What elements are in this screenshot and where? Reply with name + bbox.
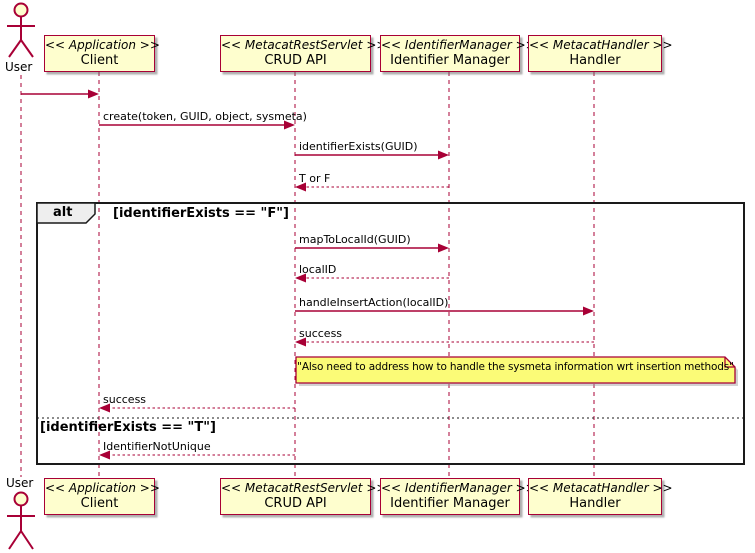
arrowhead-left-icon — [99, 403, 110, 413]
actor-bottom-icon — [7, 491, 35, 550]
participant-top-handler: << MetacatHandler >> Handler — [528, 35, 673, 72]
arrow-heads — [88, 89, 594, 460]
alt-operator-label: alt — [53, 205, 73, 220]
note-text: "Also need to address how to handle the … — [297, 361, 734, 373]
actor-bottom-label: User — [6, 476, 34, 490]
alt-guard-t-label: [identifierExists == "T"] — [40, 420, 216, 435]
arrowhead-left-icon — [295, 337, 306, 347]
participant-bottom-crud-api: << MetacatRestServlet >> CRUD API — [220, 478, 387, 515]
alt-frame — [36, 202, 745, 465]
arrowhead-right-icon — [583, 306, 594, 316]
solid-messages — [21, 93, 584, 312]
message-label-map-to-local-id: mapToLocalId(GUID) — [299, 233, 411, 246]
participant-bottom-client: << Application >> Client — [44, 478, 160, 515]
actor-head-icon — [13, 491, 29, 507]
participant-top-identifier-manager: << IdentifierManager >> Identifier Manag… — [380, 35, 536, 72]
arrowhead-left-icon — [99, 450, 110, 460]
participant-bottom-identifier-manager: << IdentifierManager >> Identifier Manag… — [380, 478, 536, 515]
participant-stereotype: << Application >> — [45, 481, 160, 495]
message-label-local-id: localID — [299, 263, 337, 276]
participant-name: Client — [80, 53, 119, 68]
participant-stereotype: << MetacatRestServlet >> — [221, 481, 387, 495]
actor-top-label: User — [5, 60, 33, 74]
participant-stereotype: << MetacatHandler >> — [529, 38, 673, 52]
message-label-handle-insert-action: handleInsertAction(localID) — [299, 296, 449, 309]
participant-stereotype: << IdentifierManager >> — [381, 481, 536, 495]
participant-name: CRUD API — [264, 496, 327, 511]
participant-bottom-handler: << MetacatHandler >> Handler — [528, 478, 673, 515]
participant-stereotype: << MetacatRestServlet >> — [221, 38, 387, 52]
note-body — [295, 356, 736, 384]
participant-top-crud-api: << MetacatRestServlet >> CRUD API — [220, 35, 387, 72]
actor-head-icon — [13, 2, 29, 18]
participant-stereotype: << IdentifierManager >> — [381, 38, 536, 52]
participant-name: Identifier Manager — [390, 53, 510, 68]
participant-name: Handler — [569, 496, 621, 511]
message-label-success-handler: success — [299, 327, 343, 340]
arrowhead-left-icon — [295, 182, 306, 192]
message-label-create: create(token, GUID, object, sysmeta) — [103, 110, 307, 123]
participant-name: Handler — [569, 53, 621, 68]
participant-stereotype: << MetacatHandler >> — [529, 481, 673, 495]
arrowhead-left-icon — [295, 273, 306, 283]
participant-name: Client — [80, 496, 119, 511]
alt-operator-tab — [36, 202, 96, 224]
participant-top-client: << Application >> Client — [44, 35, 160, 72]
message-label-success-client: success — [103, 393, 147, 406]
arrowhead-right-icon — [438, 243, 449, 253]
arrowhead-right-icon — [88, 89, 99, 99]
participant-name: Identifier Manager — [390, 496, 510, 511]
actor-top-icon — [7, 2, 35, 58]
message-label-identifier-not-unique: IdentifierNotUnique — [103, 440, 211, 453]
message-label-t-or-f: T or F — [299, 172, 331, 185]
message-label-identifier-exists: identifierExists(GUID) — [299, 140, 418, 153]
note-fold-icon — [724, 357, 735, 368]
arrowhead-right-icon — [284, 120, 295, 130]
participant-name: CRUD API — [264, 53, 327, 68]
participant-stereotype: << Application >> — [45, 38, 160, 52]
note — [295, 356, 738, 386]
alt-guard-f-label: [identifierExists == "F"] — [113, 206, 289, 221]
arrowhead-right-icon — [438, 150, 449, 160]
alt-frame-border — [36, 202, 745, 465]
return-messages — [109, 186, 594, 456]
lifelines — [20, 72, 595, 478]
